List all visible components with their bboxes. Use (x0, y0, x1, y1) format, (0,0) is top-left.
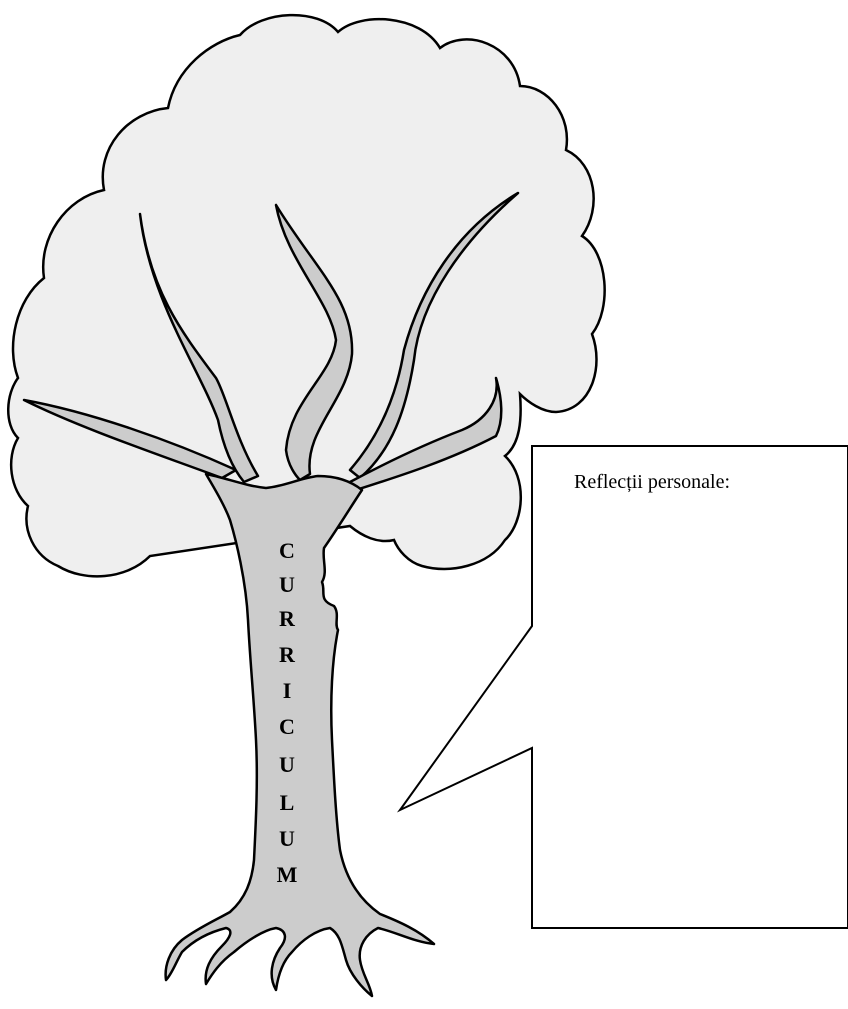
trunk-letter-1: C (272, 540, 302, 562)
trunk-letter-9: U (272, 828, 302, 850)
trunk-letter-10: M (272, 864, 302, 886)
trunk-letter-3: R (272, 608, 302, 630)
trunk-letter-7: U (272, 754, 302, 776)
trunk-letter-5: I (272, 680, 302, 702)
trunk-letter-4: R (272, 644, 302, 666)
callout-label: Reflecții personale: (574, 471, 730, 494)
trunk-letter-8: L (272, 792, 302, 814)
trunk-letter-6: C (272, 716, 302, 738)
trunk-letter-2: U (272, 574, 302, 596)
